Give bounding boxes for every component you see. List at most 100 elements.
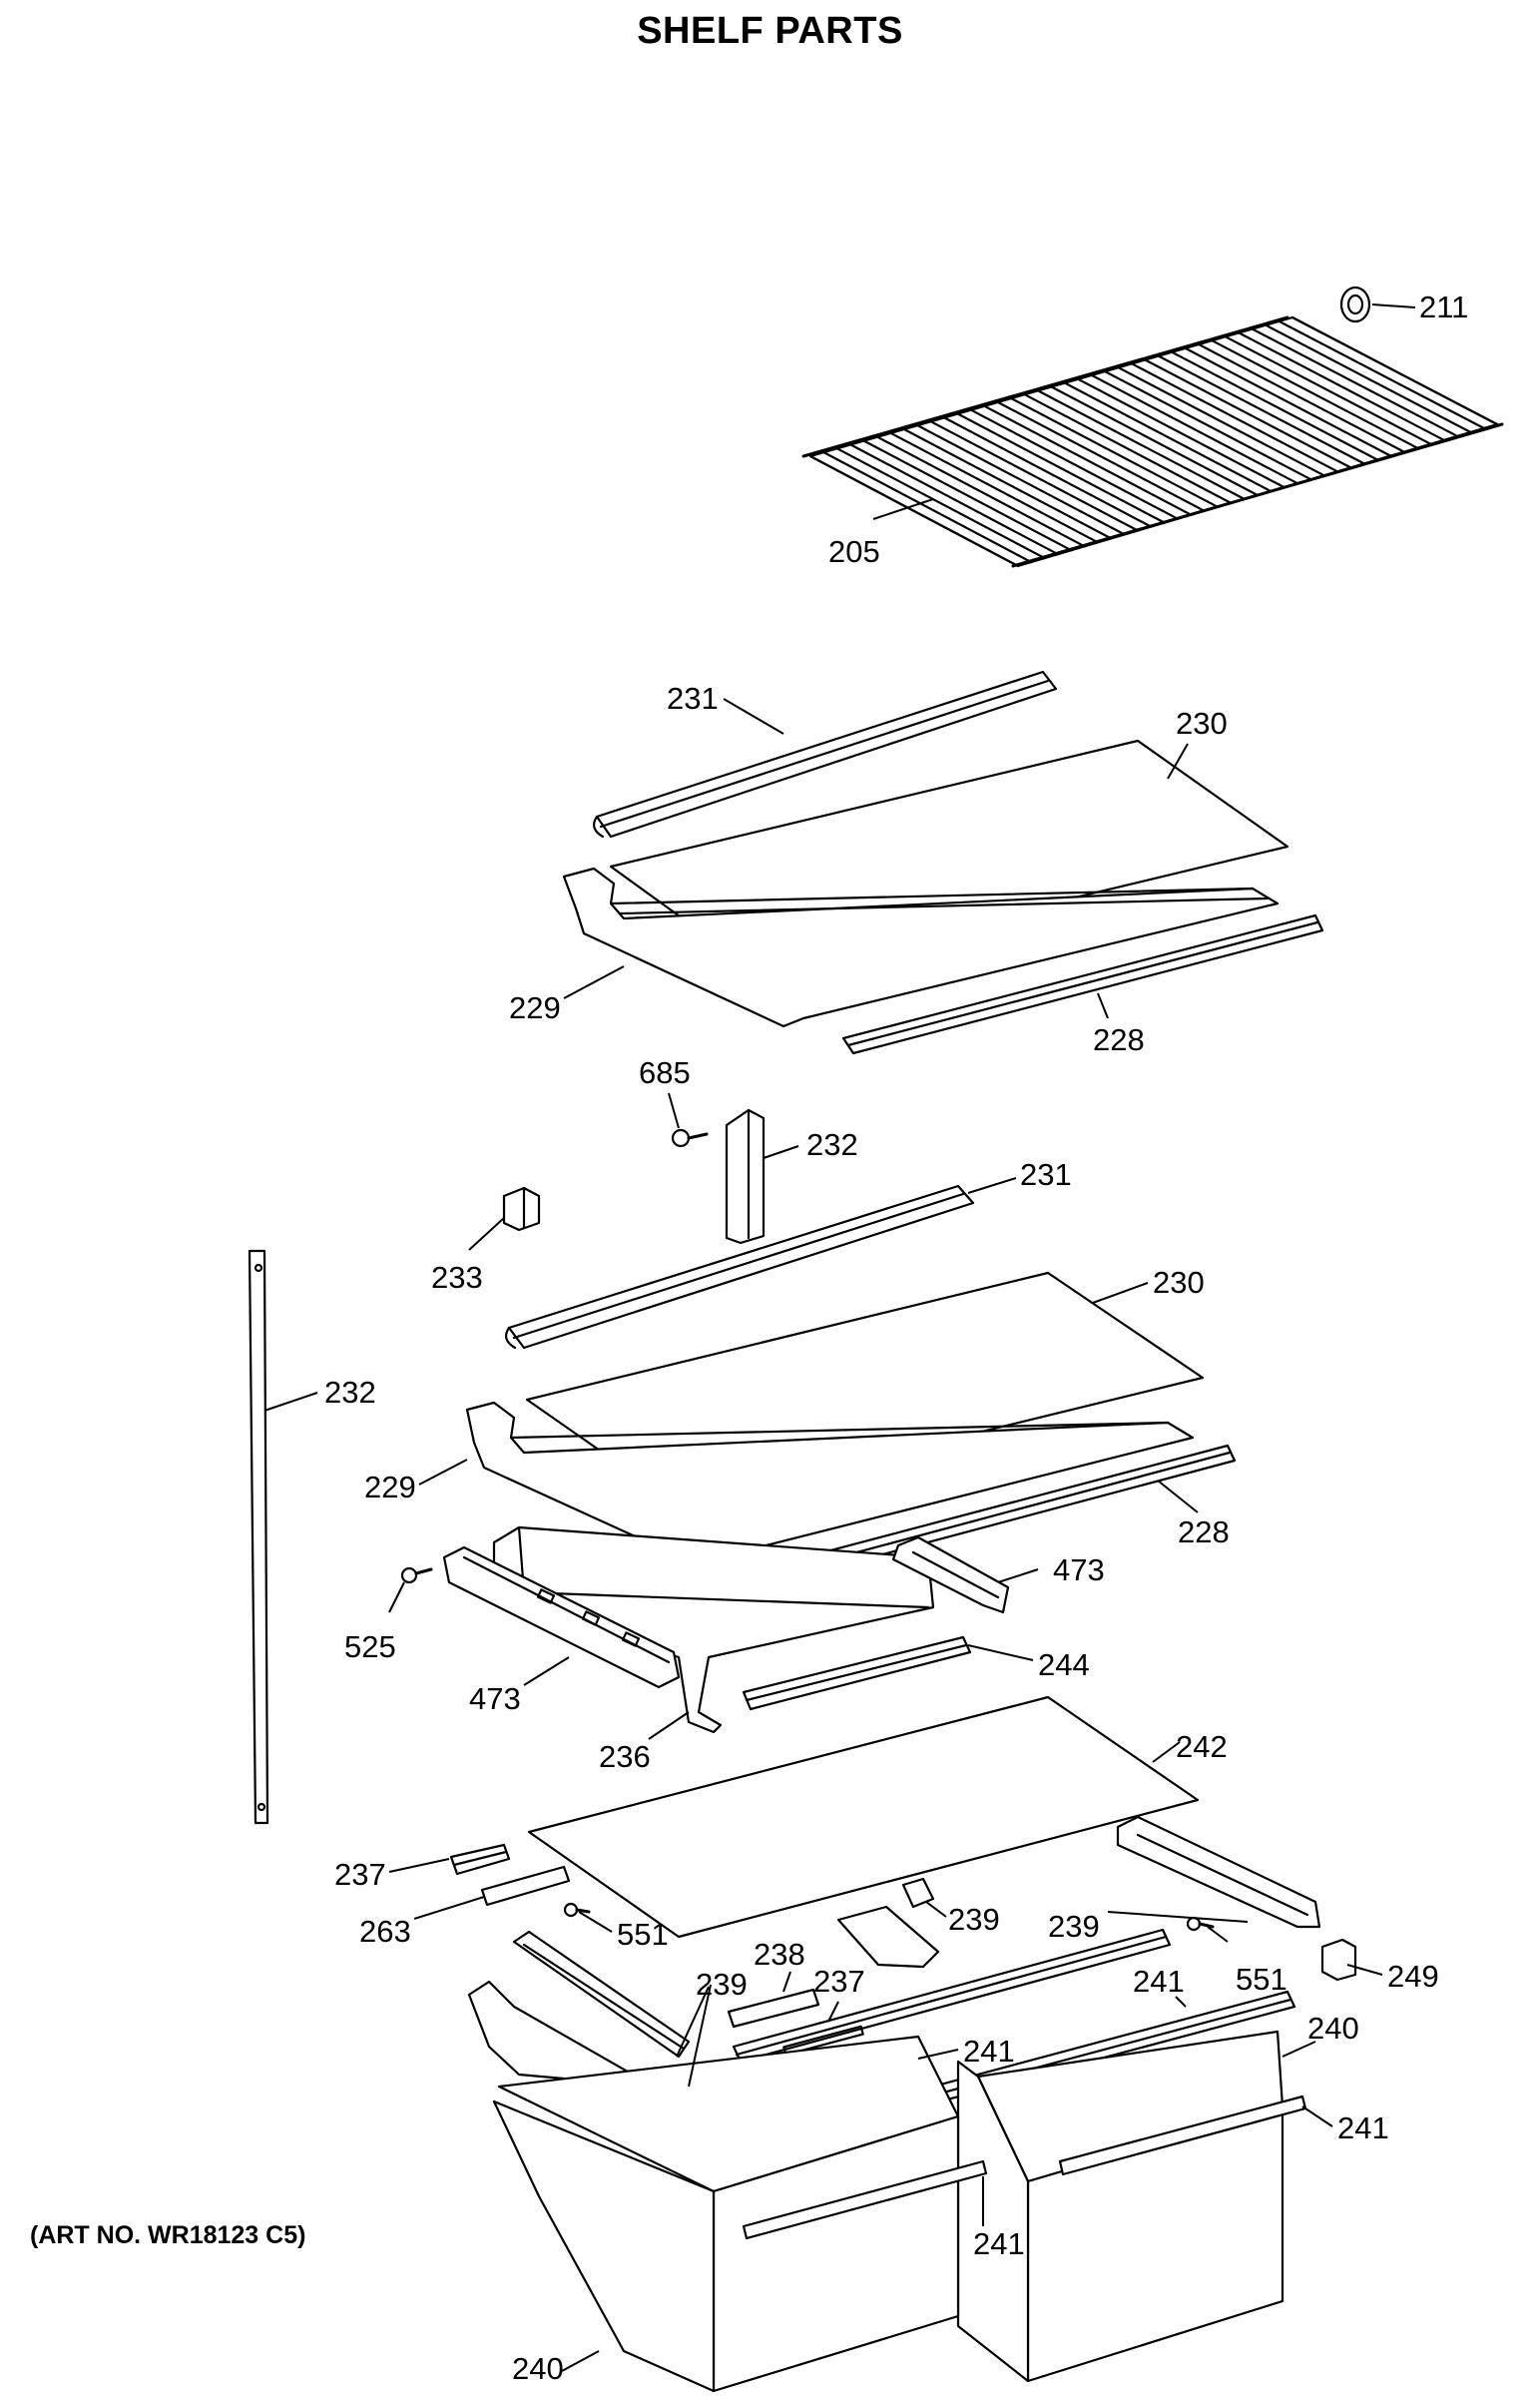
middle-shelf-frame-229 — [465, 1401, 1195, 1567]
ladder-short-232 — [725, 1108, 766, 1245]
screw-525 — [400, 1566, 433, 1584]
shelf-clip-233 — [502, 1186, 541, 1232]
insulation-263 — [480, 1865, 571, 1907]
label-244: 244 — [1038, 1647, 1090, 1682]
screw-685 — [671, 1128, 709, 1148]
shelf-wire-rod — [1171, 350, 1379, 461]
shelf-wire-rod — [1010, 397, 1220, 508]
shelf-wire-rod — [889, 431, 1100, 544]
left-crisper-pan-240 — [492, 2035, 988, 2393]
shelf-wire-rod — [1144, 358, 1352, 469]
shelf-wire-rod — [862, 439, 1073, 552]
label-241-right: 241 — [1337, 2110, 1389, 2145]
leader-lines — [263, 303, 1416, 2372]
label-551-right: 551 — [1236, 1962, 1287, 1997]
shelf-wire-rod — [1238, 331, 1445, 441]
shelf-wire-rod — [1117, 366, 1325, 477]
label-211: 211 — [1419, 290, 1468, 324]
shelf-wire-rod — [1063, 381, 1273, 493]
shelf-wire-rod — [983, 404, 1193, 516]
label-228-middle: 228 — [1178, 1514, 1230, 1549]
shelf-wire-rod — [1278, 319, 1485, 429]
label-241-upper-right: 241 — [1133, 1964, 1185, 1999]
label-230-middle: 230 — [1153, 1265, 1205, 1300]
roller-249 — [1320, 1938, 1357, 1982]
support-rail-239-right — [1116, 1815, 1321, 1929]
label-237-left: 237 — [334, 1857, 386, 1892]
shelf-wire-rod — [835, 447, 1046, 560]
shelf-wire-rod — [1197, 342, 1405, 453]
bracket-237-left — [449, 1843, 511, 1876]
label-239-left: 239 — [696, 1967, 748, 2002]
shelf-wire-rod — [1023, 393, 1233, 504]
part-labels: 211 205 231 230 229 228 685 232 231 233 … — [324, 290, 1468, 2386]
label-525: 525 — [344, 1629, 396, 1664]
upper-shelf-trim-231 — [592, 670, 1058, 839]
label-263: 263 — [359, 1914, 411, 1949]
shelf-wire-rod — [1251, 327, 1459, 437]
label-473-left: 473 — [469, 1681, 521, 1716]
label-229-middle: 229 — [364, 1470, 416, 1504]
middle-shelf-trim-231 — [504, 1184, 975, 1350]
label-231-upper: 231 — [667, 681, 719, 716]
shelf-wire-rod — [1036, 389, 1246, 500]
label-239-right: 239 — [1048, 1909, 1100, 1944]
shelf-end-cap — [1339, 286, 1371, 323]
shelf-wire-rod — [943, 416, 1153, 528]
label-240-right: 240 — [1307, 2011, 1359, 2046]
shelf-wire-rod — [1104, 370, 1312, 481]
shelf-wire-rod — [822, 451, 1033, 564]
shelf-wire-rod — [916, 424, 1126, 536]
shelf-wire-rod — [1090, 373, 1299, 485]
shelf-wire-rod — [956, 412, 1166, 524]
upper-shelf-frame-229 — [562, 867, 1280, 1028]
label-685: 685 — [639, 1055, 691, 1090]
art-number: (ART NO. WR18123 C5) — [30, 2221, 306, 2249]
label-233: 233 — [431, 1260, 483, 1295]
crisper-cover-glass-242 — [527, 1695, 1200, 1939]
shelf-wire-rod — [929, 420, 1140, 532]
label-230-upper: 230 — [1176, 706, 1228, 741]
label-205: 205 — [828, 534, 880, 569]
shelf-wire-rod — [849, 443, 1060, 556]
shelf-wire-rod — [969, 408, 1180, 520]
center-rail-237 — [732, 1928, 1172, 2064]
wire-shelf — [801, 315, 1504, 568]
shelf-wire-rod — [996, 400, 1206, 512]
upper-shelf-rail-228 — [841, 913, 1324, 1055]
label-229-upper: 229 — [509, 990, 561, 1025]
shelf-wire-rod — [1184, 346, 1392, 457]
label-240-left: 240 — [512, 2351, 564, 2386]
shelf-wire-rod — [1077, 377, 1285, 489]
label-232-short: 232 — [806, 1127, 858, 1162]
label-228-upper: 228 — [1093, 1022, 1145, 1057]
label-236: 236 — [599, 1739, 651, 1774]
label-242: 242 — [1176, 1729, 1228, 1764]
label-241-lower: 241 — [973, 2226, 1025, 2261]
label-238: 238 — [754, 1937, 805, 1972]
shelf-wire-rod — [875, 435, 1086, 548]
shelf-wire-rod — [1050, 385, 1260, 497]
left-slide-rail-473 — [442, 1545, 681, 1689]
shelf-wire-rod — [1265, 323, 1472, 433]
shelf-wire-rod — [1157, 354, 1365, 465]
label-232-long: 232 — [324, 1375, 376, 1410]
diagram-title: SHELF PARTS — [637, 10, 903, 52]
label-231-middle: 231 — [1020, 1157, 1072, 1192]
label-473-right: 473 — [1053, 1552, 1105, 1587]
shelf-wire-rod — [1211, 339, 1419, 449]
slide-238 — [727, 1988, 820, 2029]
shelf-wire-rod — [1224, 335, 1432, 445]
ladder-long-232 — [248, 1249, 269, 1825]
center-bracket-239 — [836, 1877, 940, 1969]
label-551-left: 551 — [617, 1917, 669, 1952]
label-241-center: 241 — [963, 2034, 1015, 2069]
label-237-center: 237 — [813, 1964, 865, 1999]
screw-551-left — [563, 1902, 591, 1918]
right-slide-rail-473 — [891, 1535, 1010, 1614]
cover-trim-244 — [742, 1635, 972, 1711]
shelf-wire-rod — [902, 427, 1113, 540]
label-239-center: 239 — [948, 1902, 1000, 1937]
label-249: 249 — [1387, 1959, 1439, 1994]
